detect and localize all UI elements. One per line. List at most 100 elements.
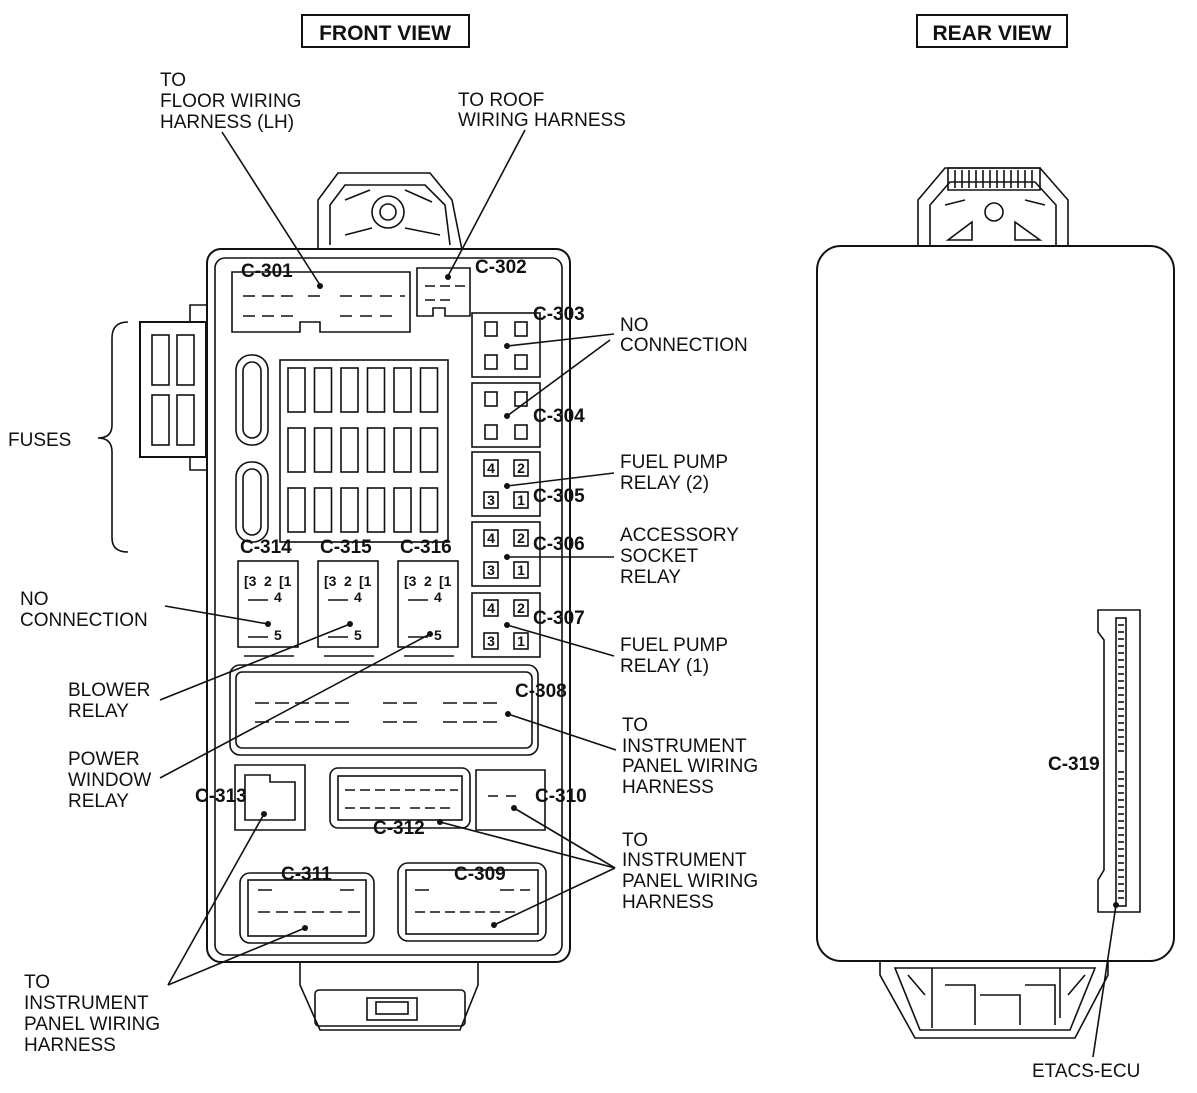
- rear-view-title: REAR VIEW: [916, 14, 1068, 48]
- svg-text:C-305: C-305: [533, 486, 585, 507]
- svg-text:[1: [1: [279, 573, 292, 589]
- fuse-slot: [313, 487, 333, 533]
- svg-text:4: 4: [434, 589, 442, 605]
- fuse-grid: [279, 359, 449, 543]
- fuse-slot: [419, 487, 439, 533]
- svg-text:C-308: C-308: [515, 681, 567, 702]
- fuse-slot: [393, 367, 412, 413]
- label-no-connection-left: NO CONNECTION: [20, 589, 271, 631]
- svg-text:INSTRUMENT: INSTRUMENT: [24, 993, 149, 1014]
- fuse-slot: [287, 367, 306, 413]
- svg-text:3: 3: [487, 633, 495, 649]
- svg-text:4: 4: [487, 460, 495, 476]
- fuse-slot: [393, 487, 412, 533]
- svg-text:C-319: C-319: [1048, 754, 1100, 775]
- connector-c313: C-313: [195, 764, 306, 831]
- svg-text:WIRING HARNESS: WIRING HARNESS: [458, 110, 626, 131]
- svg-text:ETACS-ECU: ETACS-ECU: [1032, 1061, 1140, 1082]
- svg-text:CONNECTION: CONNECTION: [620, 335, 748, 356]
- label-fuel-pump-relay-2: FUEL PUMP RELAY (2): [504, 452, 728, 494]
- svg-text:[1: [1: [359, 573, 372, 589]
- svg-text:HARNESS: HARNESS: [622, 777, 714, 798]
- large-fuse-slots: [235, 354, 269, 543]
- svg-text:PANEL WIRING: PANEL WIRING: [622, 871, 758, 892]
- fuse-slot: [393, 427, 412, 473]
- svg-text:4: 4: [274, 589, 282, 605]
- svg-text:[1: [1: [439, 573, 452, 589]
- svg-text:REAR VIEW: REAR VIEW: [932, 22, 1051, 45]
- label-power-window-relay: POWER WINDOW RELAY: [68, 631, 433, 812]
- svg-text:FUSES: FUSES: [8, 430, 71, 451]
- fuse-slot: [366, 487, 386, 533]
- connector-c306: 4 2 3 1 C-306: [471, 521, 585, 587]
- label-fuel-pump-relay-1: FUEL PUMP RELAY (1): [504, 622, 728, 677]
- connector-c304: C-304: [471, 382, 585, 448]
- svg-text:3: 3: [487, 562, 495, 578]
- svg-text:FRONT VIEW: FRONT VIEW: [319, 22, 451, 45]
- connector-c307: 4 2 3 1 C-307: [471, 592, 585, 658]
- relay-c315: C-315 [3 2 [1 4 5: [317, 537, 379, 657]
- svg-text:C-309: C-309: [454, 864, 506, 885]
- fuse-slot: [287, 487, 306, 533]
- front-view-title: FRONT VIEW: [301, 14, 470, 48]
- svg-text:INSTRUMENT: INSTRUMENT: [622, 736, 747, 757]
- svg-text:RELAY (2): RELAY (2): [620, 473, 709, 494]
- svg-text:TO: TO: [24, 972, 50, 993]
- svg-text:SOCKET: SOCKET: [620, 546, 699, 567]
- fuse-slot: [340, 427, 359, 473]
- svg-text:INSTRUMENT: INSTRUMENT: [622, 850, 747, 871]
- svg-text:NO: NO: [620, 315, 649, 336]
- fuse-slot: [419, 367, 439, 413]
- svg-text:[3: [3: [324, 573, 337, 589]
- svg-text:C-306: C-306: [533, 534, 585, 555]
- svg-text:FLOOR WIRING: FLOOR WIRING: [160, 91, 301, 112]
- svg-text:C-303: C-303: [533, 304, 585, 325]
- svg-text:RELAY: RELAY: [68, 791, 129, 812]
- rear-junction-block: [816, 167, 1175, 1039]
- fuse-slot: [313, 427, 333, 473]
- connector-c312: C-312: [329, 767, 471, 839]
- svg-text:5: 5: [354, 627, 362, 643]
- label-blower-relay: BLOWER RELAY: [68, 621, 353, 722]
- connector-c303: C-303: [471, 304, 585, 378]
- svg-text:C-304: C-304: [533, 406, 585, 427]
- svg-text:C-315: C-315: [320, 537, 372, 558]
- connector-c311: C-311: [239, 864, 375, 944]
- fuses-callout: FUSES: [8, 321, 129, 553]
- front-junction-block: [189, 172, 571, 1031]
- label-accessory-socket-relay: ACCESSORY SOCKET RELAY: [504, 525, 739, 588]
- connector-c309: C-309: [397, 862, 547, 942]
- connector-c308: C-308: [229, 664, 567, 756]
- svg-text:RELAY: RELAY: [620, 567, 681, 588]
- svg-text:C-310: C-310: [535, 786, 587, 807]
- svg-text:2: 2: [424, 573, 432, 589]
- fuse-slot: [340, 367, 359, 413]
- svg-text:C-311: C-311: [281, 864, 332, 885]
- svg-text:2: 2: [344, 573, 352, 589]
- svg-text:POWER: POWER: [68, 749, 140, 770]
- fuse-slot: [313, 367, 333, 413]
- svg-text:HARNESS: HARNESS: [622, 892, 714, 913]
- svg-text:PANEL WIRING: PANEL WIRING: [24, 1014, 160, 1035]
- svg-text:C-314: C-314: [240, 537, 292, 558]
- svg-text:CONNECTION: CONNECTION: [20, 610, 148, 631]
- svg-text:2: 2: [517, 600, 525, 616]
- svg-text:2: 2: [517, 530, 525, 546]
- connector-c302: C-302: [416, 257, 527, 317]
- svg-text:FUEL PUMP: FUEL PUMP: [620, 452, 728, 473]
- svg-text:C-316: C-316: [400, 537, 452, 558]
- svg-text:[3: [3: [404, 573, 417, 589]
- svg-text:HARNESS: HARNESS: [24, 1035, 116, 1056]
- svg-text:FUEL PUMP: FUEL PUMP: [620, 635, 728, 656]
- label-etacs-ecu: ETACS-ECU: [1032, 902, 1140, 1082]
- label-ip-harness-1: TO INSTRUMENT PANEL WIRING HARNESS: [505, 711, 758, 798]
- svg-text:[3: [3: [244, 573, 257, 589]
- connector-c319: C-319: [1048, 609, 1141, 913]
- svg-text:C-313: C-313: [195, 786, 247, 807]
- svg-text:C-302: C-302: [475, 257, 527, 278]
- svg-text:TO: TO: [622, 715, 648, 736]
- svg-text:5: 5: [434, 627, 442, 643]
- svg-text:4: 4: [487, 530, 495, 546]
- svg-text:4: 4: [487, 600, 495, 616]
